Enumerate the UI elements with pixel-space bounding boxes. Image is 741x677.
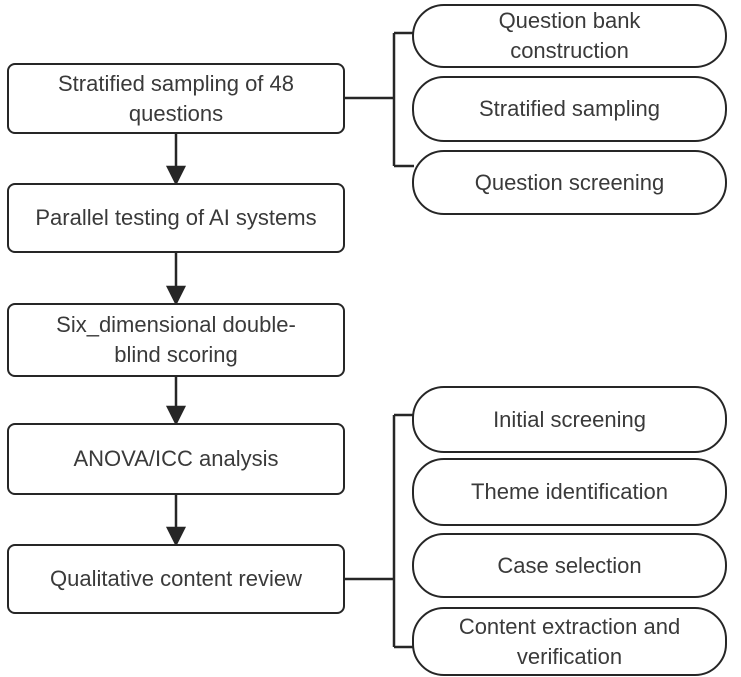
branch-item-label: Theme identification <box>471 479 668 504</box>
down-arrow-icon-step2-step3 <box>165 253 187 306</box>
branch-item-theme-identification: Theme identification <box>412 458 727 526</box>
branch-item-label: Question screening <box>474 169 665 195</box>
branch-item-initial-screening: Initial screening <box>412 386 727 453</box>
branch-item-content-extraction-verification: Content extraction and verification <box>412 607 727 676</box>
flow-step-stratified-sampling: Stratified sampling of 48 questions <box>7 63 345 134</box>
flow-step-label: Parallel testing of AI systems <box>35 205 317 230</box>
bracket-connector-top <box>345 31 414 168</box>
branch-item-question-screening: Question screening <box>412 150 727 215</box>
branch-item-stratified-sampling: Stratified sampling <box>412 76 727 142</box>
down-arrow-icon-step4-step5 <box>165 495 187 547</box>
flow-step-label: Stratified sampling of 48 questions <box>57 70 295 126</box>
branch-item-label: Case selection <box>497 552 642 578</box>
flow-step-label: Qualitative content review <box>50 566 302 591</box>
branch-item-case-selection: Case selection <box>412 533 727 598</box>
flow-step-anova-icc-analysis: ANOVA/ICC analysis <box>7 423 345 495</box>
flow-step-label: Six_dimensional double- blind scoring <box>56 312 296 367</box>
bracket-connector-bottom <box>345 413 414 649</box>
branch-item-label: Question bank construction <box>498 8 641 63</box>
branch-item-label: Initial screening <box>493 406 646 432</box>
down-arrow-icon-step3-step4 <box>165 377 187 426</box>
flow-step-label: ANOVA/ICC analysis <box>73 446 279 471</box>
branch-item-label: Stratified sampling <box>479 96 660 121</box>
flow-step-qualitative-content-review: Qualitative content review <box>7 544 345 614</box>
down-arrow-icon-step1-step2 <box>165 134 187 186</box>
flow-step-parallel-testing: Parallel testing of AI systems <box>7 183 345 253</box>
branch-item-label: Content extraction and verification <box>458 613 681 669</box>
branch-item-question-bank-construction: Question bank construction <box>412 4 727 68</box>
flow-step-double-blind-scoring: Six_dimensional double- blind scoring <box>7 303 345 377</box>
